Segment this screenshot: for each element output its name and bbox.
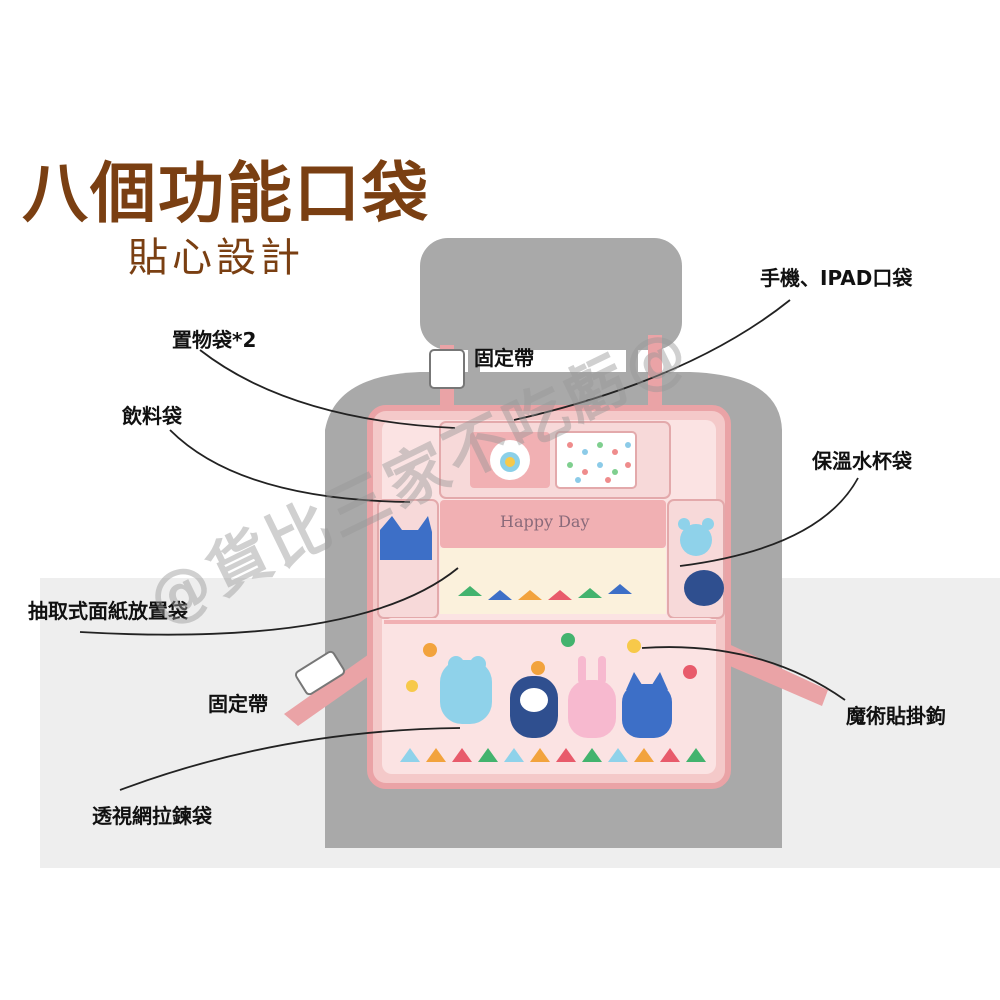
line-drink <box>169 429 411 503</box>
top-buckle <box>429 349 465 389</box>
tissue-pocket <box>440 500 666 614</box>
line-strap-bottom <box>119 727 461 791</box>
label-tissue-pocket: 抽取式面紙放置袋 <box>28 599 188 623</box>
side-strap-right <box>716 640 828 706</box>
callout-lines <box>79 299 859 791</box>
label-top-strap: 固定帶 <box>474 346 534 370</box>
cat-character <box>622 684 672 738</box>
line-storage-x2 <box>199 349 456 429</box>
tissue-box <box>440 548 666 614</box>
tissue-band <box>440 500 666 548</box>
cat-icon-left <box>380 516 432 560</box>
label-storage-pockets: 置物袋*2 <box>172 328 257 352</box>
label-drink-pocket: 飲料袋 <box>122 404 182 428</box>
pattern-dots <box>567 442 631 483</box>
bear-character <box>440 660 492 724</box>
bottom-strap-left <box>284 652 386 726</box>
mesh-pocket <box>384 618 716 768</box>
label-thermos-pocket: 保溫水杯袋 <box>812 449 912 473</box>
headrest <box>420 238 682 350</box>
zipper-line <box>384 620 716 624</box>
penguin-icon-right <box>684 570 724 606</box>
bird-icon <box>531 661 545 675</box>
line-thermos <box>679 477 859 567</box>
label-velcro-hook: 魔術貼掛鉤 <box>846 704 946 728</box>
tissue-pocket-text: Happy Day <box>500 512 590 531</box>
triangle-border <box>400 748 706 762</box>
line-velcro-hook <box>641 646 846 701</box>
label-phone-ipad-pocket: 手機、IPAD口袋 <box>760 266 913 290</box>
line-phone-ipad <box>513 299 791 421</box>
straps <box>284 335 828 726</box>
label-bottom-strap: 固定帶 <box>208 692 268 716</box>
page-title: 八個功能口袋 <box>22 155 430 232</box>
side-pockets <box>377 499 725 619</box>
bottom-buckle <box>294 650 346 696</box>
page-subtitle: 貼心設計 <box>128 235 304 281</box>
bunny-character <box>568 680 616 738</box>
bear-icon-right <box>680 524 712 556</box>
line-tissue <box>79 567 459 636</box>
top-storage-pockets <box>439 421 671 499</box>
top-strap-right <box>648 335 662 415</box>
animal-characters <box>440 656 672 738</box>
label-mesh-zipper-pocket: 透視網拉鍊袋 <box>92 804 212 828</box>
velcro-hooks <box>406 633 697 692</box>
